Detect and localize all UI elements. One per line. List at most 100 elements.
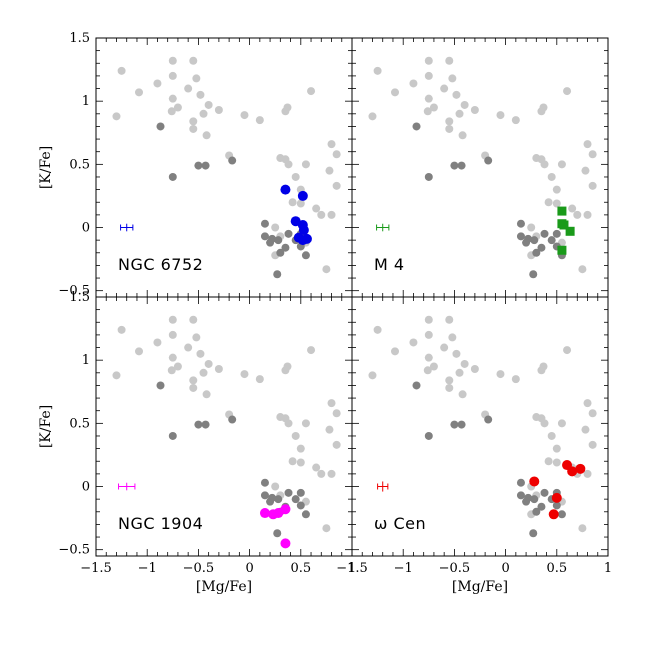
background-dark-point	[457, 161, 466, 170]
background-dark-point	[516, 491, 525, 500]
background-dark-point	[537, 502, 546, 511]
background-point	[240, 370, 249, 379]
background-point	[332, 150, 341, 159]
background-point	[322, 265, 331, 274]
background-point	[135, 347, 144, 356]
background-point	[325, 166, 334, 175]
background-point	[460, 100, 469, 109]
background-dark-point	[228, 415, 237, 424]
panel-frame	[351, 296, 609, 557]
cluster-point	[280, 538, 291, 549]
background-point	[373, 66, 382, 75]
background-point	[317, 469, 326, 478]
y-tick-label: 0.5	[69, 157, 90, 172]
background-point	[168, 94, 177, 103]
background-point	[540, 419, 549, 428]
background-point	[557, 160, 566, 169]
background-point	[470, 106, 479, 115]
background-point	[445, 56, 454, 65]
background-point	[455, 109, 464, 118]
background-dark-point	[268, 493, 277, 502]
background-dark-point	[276, 248, 285, 257]
x-tick-label: 0	[501, 561, 509, 576]
background-dark-point	[156, 381, 165, 390]
cluster-point	[280, 184, 291, 195]
background-point	[332, 409, 341, 418]
background-point	[327, 399, 336, 408]
background-dark-point	[530, 236, 539, 245]
background-point	[552, 444, 561, 453]
cluster-point	[297, 190, 308, 201]
cluster-point	[548, 509, 559, 520]
background-point	[368, 112, 377, 121]
background-point	[283, 103, 292, 112]
y-tick-label: 1	[82, 94, 90, 109]
background-point	[552, 199, 561, 208]
background-dark-point	[281, 243, 290, 252]
background-point	[470, 365, 479, 374]
background-point	[288, 198, 297, 207]
background-point	[192, 333, 201, 342]
x-tick-label: 0.5	[290, 561, 311, 576]
background-point	[202, 390, 211, 399]
background-point	[448, 74, 457, 83]
background-dark-point	[552, 229, 561, 238]
panel-label: NGC 1904	[118, 514, 203, 533]
background-point	[167, 107, 176, 116]
background-point	[117, 325, 126, 334]
background-point	[511, 375, 520, 384]
background-point	[301, 160, 310, 169]
background-dark-point	[284, 229, 293, 238]
background-point	[429, 362, 438, 371]
background-point	[296, 444, 305, 453]
error-bar	[376, 223, 390, 232]
background-dark-point	[274, 236, 283, 245]
background-point	[581, 166, 590, 175]
y-axis-title: [K/Fe]	[38, 146, 54, 189]
background-point	[168, 353, 177, 362]
background-point	[547, 431, 556, 440]
background-dark-point	[484, 415, 493, 424]
background-point	[460, 359, 469, 368]
background-point	[452, 90, 461, 99]
background-dark-point	[274, 495, 283, 504]
background-dark-point	[260, 232, 269, 241]
background-point	[527, 223, 536, 232]
background-point	[539, 103, 548, 112]
cluster-point	[280, 504, 291, 515]
y-tick-label: 1	[82, 353, 90, 368]
background-dark-point	[168, 431, 177, 440]
background-point	[189, 315, 198, 324]
background-dark-point	[268, 234, 277, 243]
background-point	[204, 100, 213, 109]
background-dark-point	[537, 243, 546, 252]
background-dark-point	[168, 172, 177, 181]
background-point	[547, 172, 556, 181]
x-axis-title: [Mg/Fe]	[452, 579, 508, 595]
background-point	[255, 375, 264, 384]
background-point	[112, 371, 121, 380]
background-point	[184, 343, 193, 352]
background-point	[255, 116, 264, 125]
background-point	[452, 349, 461, 358]
background-point	[573, 210, 582, 219]
background-point	[291, 431, 300, 440]
background-dark-point	[557, 510, 566, 519]
background-point	[327, 210, 336, 219]
background-point	[496, 370, 505, 379]
background-dark-point	[194, 420, 203, 429]
background-point	[327, 140, 336, 149]
background-point	[204, 359, 213, 368]
background-point	[317, 210, 326, 219]
background-point	[544, 457, 553, 466]
cluster-point	[301, 233, 312, 244]
background-point	[588, 409, 597, 418]
background-dark-point	[412, 381, 421, 390]
background-point	[271, 482, 280, 491]
background-dark-point	[450, 161, 459, 170]
background-dark-point	[457, 420, 466, 429]
background-point	[424, 330, 433, 339]
background-dark-point	[301, 251, 310, 260]
background-dark-point	[273, 270, 282, 279]
